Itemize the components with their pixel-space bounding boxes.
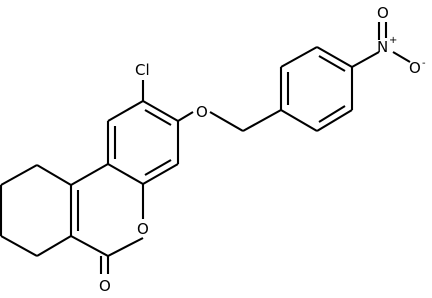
nitro-oxygen-right-label: O	[409, 59, 421, 77]
nitro-nitrogen-label: N	[377, 38, 388, 56]
bond	[209, 111, 244, 132]
bond	[36, 235, 72, 257]
bond	[142, 100, 179, 122]
bond	[107, 163, 144, 185]
bond	[280, 46, 318, 68]
nitro-nitrogen-charge: +	[389, 35, 397, 46]
bond	[177, 111, 194, 122]
bond	[0, 235, 38, 257]
bond	[144, 109, 172, 126]
bond	[70, 235, 109, 257]
bond	[0, 164, 38, 186]
ring-oxygen-label: O	[137, 220, 149, 238]
bond	[280, 109, 318, 132]
bond	[242, 109, 282, 132]
bond	[318, 55, 346, 72]
bond	[142, 163, 179, 185]
bond	[316, 46, 353, 68]
bond-lines	[0, 22, 411, 274]
bond	[316, 109, 353, 132]
nitro-oxygen-charge: -	[422, 58, 426, 69]
bond	[144, 159, 172, 176]
bond	[392, 51, 411, 63]
atom-labels: Cl O O O N + O O -	[99, 4, 426, 295]
bond	[36, 164, 72, 186]
bond	[107, 237, 144, 257]
carbonyl-oxygen-label: O	[99, 277, 111, 295]
chlorine-label: Cl	[135, 61, 150, 79]
bond	[70, 163, 109, 186]
bond	[318, 105, 346, 123]
ether-oxygen-label: O	[196, 103, 208, 121]
bond	[107, 100, 144, 122]
bond	[351, 51, 380, 68]
nitro-oxygen-top-label: O	[377, 4, 389, 22]
